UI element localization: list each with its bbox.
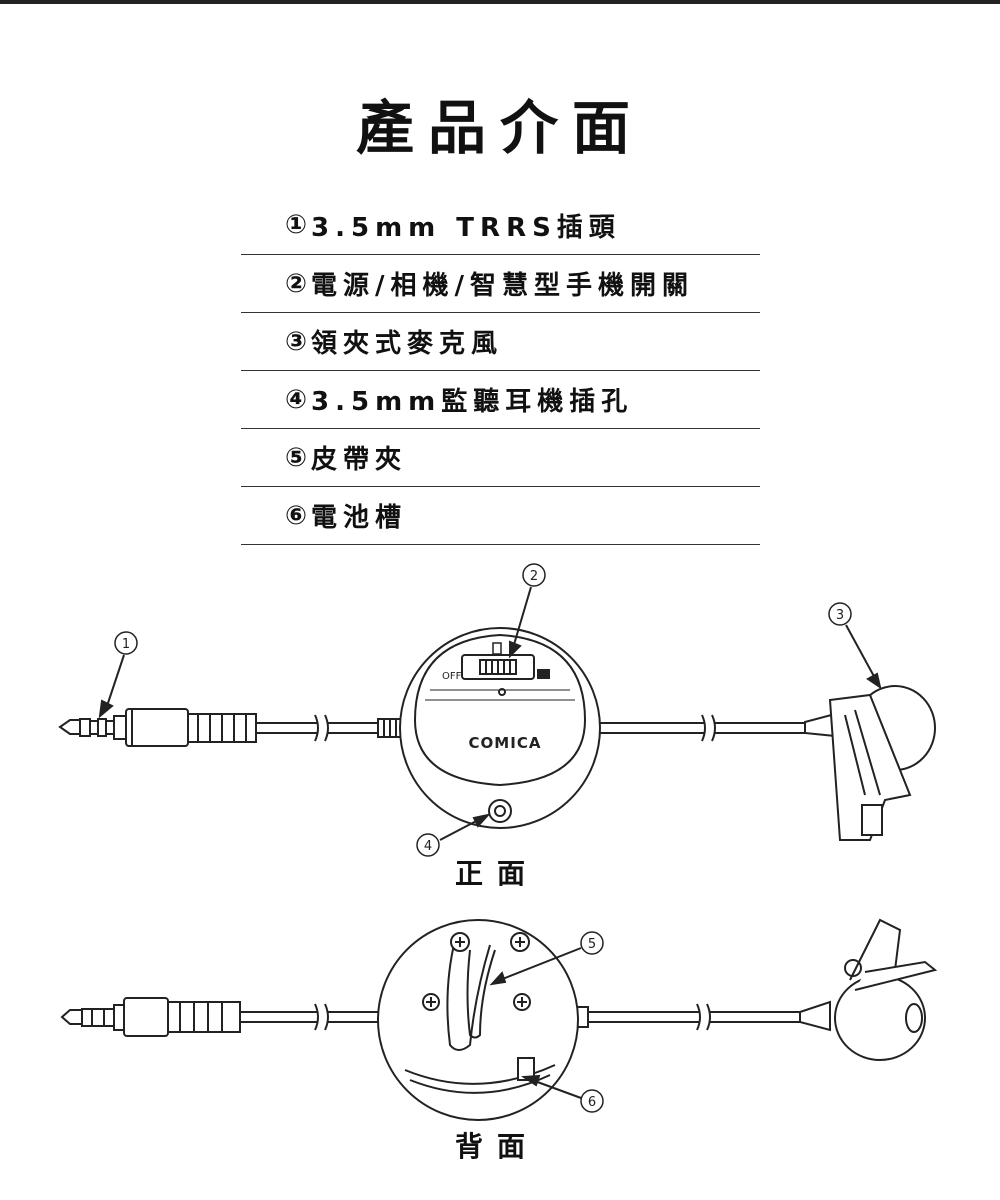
brand-logo-text: COMICA [469,734,542,752]
svg-text:4: 4 [424,839,432,854]
lavalier-mic-back [799,918,938,1061]
svg-text:3: 3 [836,608,844,623]
spec-number: ⑤ [285,442,308,473]
trrs-plug [58,708,257,747]
callout-1: 1 [98,631,138,719]
spec-number: ② [285,268,308,299]
top-border [0,0,1000,4]
svg-text:2: 2 [530,569,538,584]
back-view-label: 背面 [454,1130,539,1163]
spec-text: 3.5mm TRRS插頭 [311,212,621,243]
svg-text:1: 1 [122,637,130,652]
spec-text: 皮帶夾 [311,445,408,475]
spec-number: ④ [285,384,308,415]
spec-text: 領夾式麥克風 [311,329,504,359]
spec-text: 電池槽 [311,503,408,533]
spec-text: 電源/相機/智慧型手機開關 [311,271,695,301]
callout-6: 6 [520,1074,604,1113]
trrs-plug [60,997,241,1037]
cable [256,714,805,742]
spec-number: ⑥ [285,500,308,531]
front-view-diagram: OFF COMICA 1 2 3 4 [58,563,936,857]
callout-2: 2 [509,563,546,659]
spec-number: ① [285,210,308,240]
control-box: OFF COMICA [399,627,601,829]
page-title: 產品介面 [355,94,644,162]
switch-off-label: OFF [442,671,462,682]
lavalier-mic [804,685,936,841]
callout-4: 4 [416,813,491,857]
back-view-diagram: 5 6 [60,918,938,1121]
front-view-label: 正面 [454,857,539,890]
svg-text:6: 6 [588,1095,596,1110]
control-box-back [377,919,579,1121]
callout-5: 5 [489,931,604,986]
callout-3: 3 [828,602,882,690]
svg-text:5: 5 [588,937,596,952]
spec-number: ③ [285,326,308,357]
spec-text: 3.5mm監聽耳機插孔 [311,387,634,417]
